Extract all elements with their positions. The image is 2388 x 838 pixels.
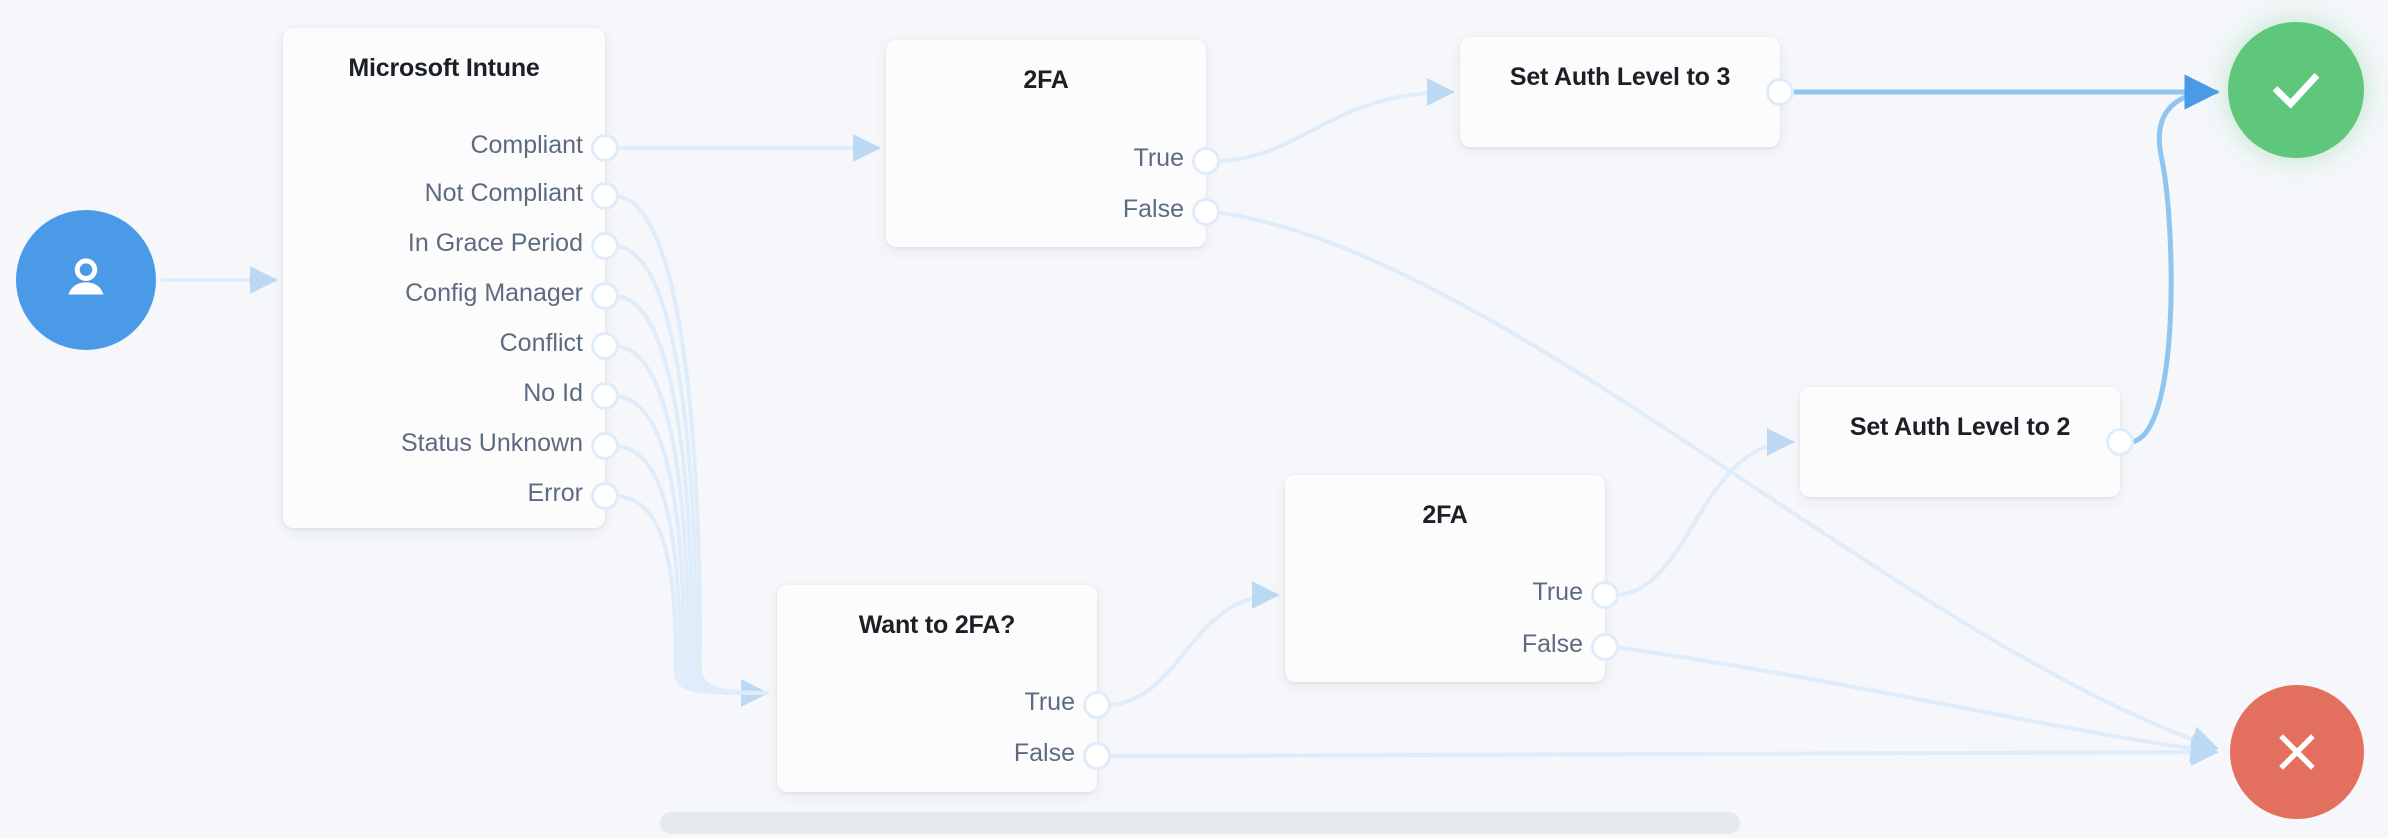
port-label-intune-4: Conflict — [499, 329, 583, 357]
port-dot-want-2fa-1[interactable] — [1083, 742, 1111, 770]
node-title: Set Auth Level to 3 — [1509, 63, 1731, 91]
edge-statusunknown-to-want2fa[interactable] — [612, 444, 768, 695]
horizontal-scrollbar[interactable] — [660, 812, 1740, 834]
edge-conflict-to-want2fa[interactable] — [612, 344, 768, 695]
port-dot-twofa-bottom-0[interactable] — [1591, 581, 1619, 609]
person-icon — [68, 258, 104, 295]
port-dot-intune-1[interactable] — [591, 182, 619, 210]
port-label-intune-3: Config Manager — [405, 279, 583, 307]
node-twofa-bottom[interactable]: 2FA — [1285, 475, 1605, 682]
port-label-intune-5: No Id — [523, 379, 583, 407]
node-title: Set Auth Level to 2 — [1849, 413, 2071, 441]
port-label-intune-0: Compliant — [470, 131, 583, 159]
node-set-auth-3[interactable]: Set Auth Level to 3 — [1460, 37, 1780, 147]
user-start-node[interactable] — [16, 210, 156, 350]
edge-want2fa-true-to-2fa[interactable] — [1104, 581, 1280, 707]
node-title: 2FA — [1023, 66, 1069, 94]
node-title: Want to 2FA? — [858, 611, 1016, 639]
edge-2fa2-true-to-setauth2[interactable] — [1612, 428, 1795, 597]
edge-not-compliant-to-want2fa[interactable] — [612, 194, 769, 707]
port-dot-intune-2[interactable] — [591, 232, 619, 260]
port-label-intune-6: Status Unknown — [400, 429, 583, 457]
port-dot-set-auth-2-0[interactable] — [2106, 428, 2134, 456]
port-dot-intune-5[interactable] — [591, 382, 619, 410]
success-end-node[interactable] — [2228, 22, 2364, 158]
failure-end-node[interactable] — [2230, 685, 2364, 819]
port-dot-twofa-top-1[interactable] — [1192, 198, 1220, 226]
node-twofa-top[interactable]: 2FA — [886, 40, 1206, 247]
edge-want2fa-false-to-failure[interactable] — [1104, 738, 2219, 767]
edge-configmgr-to-want2fa[interactable] — [612, 294, 768, 695]
port-dot-intune-4[interactable] — [591, 332, 619, 360]
edge-setauth2-to-success[interactable] — [2126, 74, 2220, 445]
edge-2fa2-false-to-failure[interactable] — [1612, 645, 2219, 763]
port-label-intune-1: Not Compliant — [424, 179, 583, 207]
node-title: Microsoft Intune — [348, 54, 540, 82]
node-set-auth-2[interactable]: Set Auth Level to 2 — [1800, 387, 2120, 497]
port-dot-set-auth-3-0[interactable] — [1766, 78, 1794, 106]
edge-noid-to-want2fa[interactable] — [612, 394, 768, 695]
port-label-twofa-bottom-1: False — [1521, 630, 1583, 658]
node-title: 2FA — [1422, 501, 1468, 529]
port-dot-twofa-bottom-1[interactable] — [1591, 633, 1619, 661]
port-label-intune-7: Error — [527, 479, 583, 507]
port-dot-twofa-top-0[interactable] — [1192, 147, 1220, 175]
port-dot-want-2fa-0[interactable] — [1083, 691, 1111, 719]
port-label-twofa-bottom-0: True — [1532, 578, 1583, 606]
check-icon — [2272, 73, 2320, 109]
edge-grace-to-want2fa[interactable] — [612, 244, 768, 695]
port-dot-intune-0[interactable] — [591, 134, 619, 162]
port-label-twofa-top-1: False — [1122, 195, 1184, 223]
port-label-want-2fa-0: True — [1024, 688, 1075, 716]
port-label-twofa-top-0: True — [1133, 144, 1184, 172]
node-intune[interactable]: Microsoft Intune — [283, 28, 605, 528]
port-dot-intune-7[interactable] — [591, 482, 619, 510]
port-dot-intune-3[interactable] — [591, 282, 619, 310]
edge-error-to-want2fa[interactable] — [612, 494, 768, 695]
close-icon — [2279, 734, 2315, 770]
edge-2fa-true-to-setauth3[interactable] — [1213, 78, 1455, 163]
node-want-2fa[interactable]: Want to 2FA? — [777, 585, 1097, 792]
port-dot-intune-6[interactable] — [591, 432, 619, 460]
port-label-want-2fa-1: False — [1013, 739, 1075, 767]
port-label-intune-2: In Grace Period — [407, 229, 583, 257]
